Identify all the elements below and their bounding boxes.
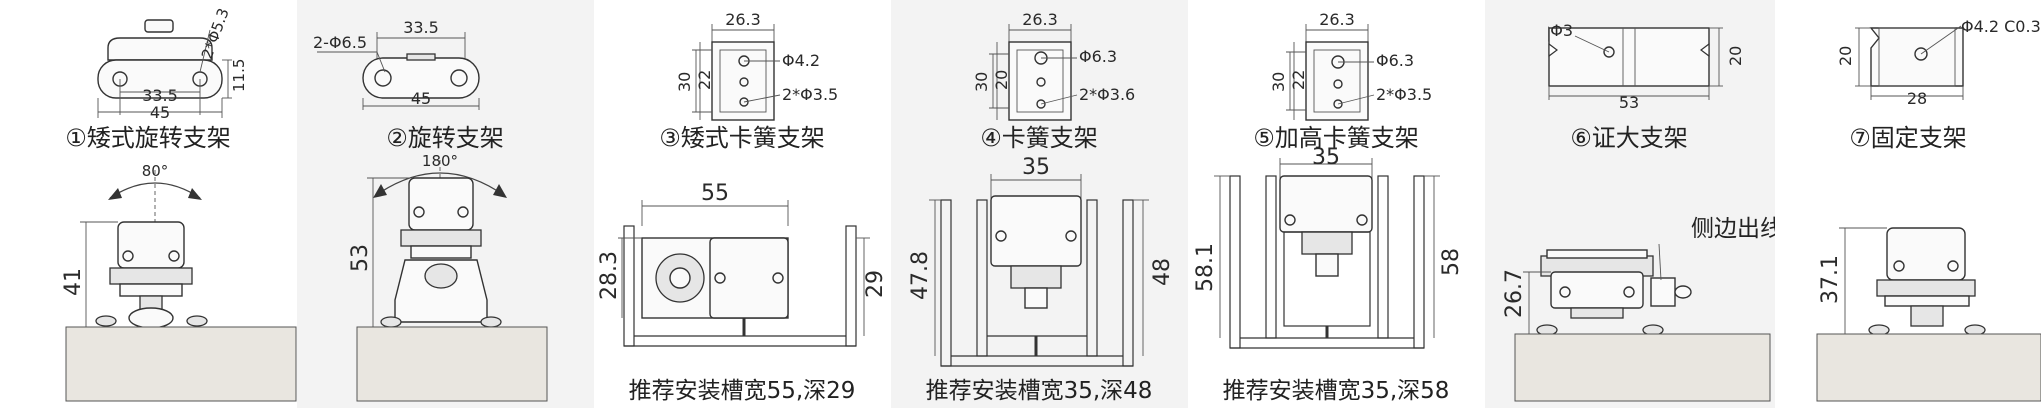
dim-width: 26.3: [1319, 10, 1355, 29]
dim-hole-side: 2*Φ3.5: [782, 85, 838, 104]
dim-width: 26.3: [725, 10, 761, 29]
top-view: [1548, 26, 1723, 100]
dim-hole-center: Φ4.2: [782, 51, 820, 70]
panel-title: ③矮式卡簧支架: [659, 124, 825, 152]
panel-title: ①矮式旋转支架: [65, 124, 231, 152]
panel-low-rotating-bracket: 33.5 45 11.5 2*Φ5.3 ①矮式旋转支架: [0, 0, 297, 408]
panel-spring-clip-bracket: 26.3 30 20 Φ6.3 2*Φ3.6 ④卡簧支架: [891, 0, 1188, 408]
dim-hole: Φ3: [1550, 21, 1573, 40]
panel-7-drawing: Φ4.2 C0.3 28 20 ⑦固定支架 37.1: [1816, 17, 2041, 402]
top-view: [1855, 25, 1964, 100]
dim-height-inner: 22: [1289, 70, 1308, 90]
dim-width: 26.3: [1022, 10, 1058, 29]
dim-height-inner: 22: [695, 70, 714, 90]
dim-height-left: 47.8: [908, 251, 933, 300]
dim-height: 20: [1836, 46, 1855, 66]
dim-width-inner: 33.5: [403, 18, 439, 37]
dim-height-left: 28.3: [597, 251, 622, 300]
dim-width-outer: 45: [411, 89, 431, 108]
dim-height-left: 58.1: [1193, 243, 1218, 292]
panel-low-spring-clip-bracket: 26.3 30 22 Φ4.2 2*Φ3.5 ③矮式卡簧支架: [594, 0, 891, 408]
dim-height-right: 58: [1439, 248, 1464, 276]
panel-title: ②旋转支架: [386, 124, 504, 152]
dim-mount-height: 41: [61, 268, 86, 296]
side-view: [65, 170, 297, 402]
panel-6-drawing: Φ3 53 20 ⑥证大支架 侧边: [1502, 21, 1775, 402]
dim-hole-side: 2*Φ3.6: [1079, 85, 1135, 104]
panel-fixed-bracket: Φ4.2 C0.3 28 20 ⑦固定支架 37.1: [1775, 0, 2041, 408]
top-view: [97, 19, 232, 118]
dim-hole: 2-Φ6.5: [313, 33, 367, 52]
dim-width: 28: [1907, 89, 1927, 108]
top-view: [989, 24, 1078, 121]
side-view: [1214, 158, 1440, 349]
panel-rotating-bracket: 33.5 45 2-Φ6.5 ②旋转支架: [297, 0, 594, 408]
side-view: [356, 160, 548, 402]
dim-height-outer: 30: [675, 72, 694, 92]
dim-hole: 2*Φ5.3: [198, 6, 233, 62]
dim-hole: Φ4.2 C0.3: [1961, 17, 2041, 36]
panel-zhengda-bracket: Φ3 53 20 ⑥证大支架 侧边: [1485, 0, 1775, 408]
side-view: [929, 174, 1149, 367]
panel-1-drawing: 33.5 45 11.5 2*Φ5.3 ①矮式旋转支架: [61, 6, 297, 402]
panel-title: ⑦固定支架: [1849, 124, 1967, 152]
panel-3-drawing: 26.3 30 22 Φ4.2 2*Φ3.5 ③矮式卡簧支架: [597, 10, 888, 404]
dim-height-right: 48: [1150, 258, 1175, 286]
dim-rotate-angle: 180°: [422, 152, 458, 170]
install-recommendation: 推荐安装槽宽35,深48: [926, 378, 1153, 404]
dim-slot-width: 35: [1022, 155, 1050, 180]
dim-height: 20: [1726, 46, 1745, 66]
dim-mount-height: 26.7: [1502, 269, 1527, 318]
dim-height-right: 29: [863, 270, 888, 298]
top-view: [317, 32, 480, 110]
side-view: [618, 200, 870, 347]
side-view: [1816, 227, 2041, 402]
dim-slot-width: 35: [1312, 145, 1340, 170]
panel-title: ⑥证大支架: [1570, 124, 1688, 152]
panel-title: ⑤加高卡簧支架: [1253, 124, 1419, 152]
dim-width: 53: [1619, 93, 1639, 112]
panel-5-drawing: 26.3 30 22 Φ6.3 2*Φ3.5 ⑤加高卡簧支架: [1193, 10, 1464, 404]
dim-height: 11.5: [230, 59, 248, 92]
panel-4-drawing: 26.3 30 20 Φ6.3 2*Φ3.6 ④卡簧支架: [908, 10, 1175, 404]
dim-hole-center: Φ6.3: [1376, 51, 1414, 70]
dim-mount-height: 53: [348, 244, 373, 272]
dim-hole-side: 2*Φ3.5: [1376, 85, 1432, 104]
panel-title: ④卡簧支架: [980, 124, 1098, 152]
panel-raised-spring-clip-bracket: 26.3 30 22 Φ6.3 2*Φ3.5 ⑤加高卡簧支架: [1188, 0, 1485, 408]
panel-2-drawing: 33.5 45 2-Φ6.5 ②旋转支架: [313, 18, 548, 402]
side-view: [1514, 243, 1771, 402]
top-view: [692, 24, 781, 121]
dim-mount-height: 37.1: [1818, 255, 1843, 304]
dim-height-inner: 20: [992, 70, 1011, 90]
install-recommendation: 推荐安装槽宽55,深29: [629, 378, 856, 404]
install-recommendation: 推荐安装槽宽35,深58: [1223, 378, 1450, 404]
dim-width-inner: 33.5: [142, 86, 178, 105]
dim-hole-center: Φ6.3: [1079, 47, 1117, 66]
top-view: [1286, 24, 1375, 121]
dim-width-outer: 45: [150, 103, 170, 122]
side-outlet-note: 侧边出线: [1691, 216, 1775, 242]
dim-height-outer: 30: [972, 72, 991, 92]
dim-height-outer: 30: [1269, 72, 1288, 92]
dim-rotate-angle: 80°: [142, 162, 169, 180]
dim-slot-width: 55: [701, 181, 729, 206]
